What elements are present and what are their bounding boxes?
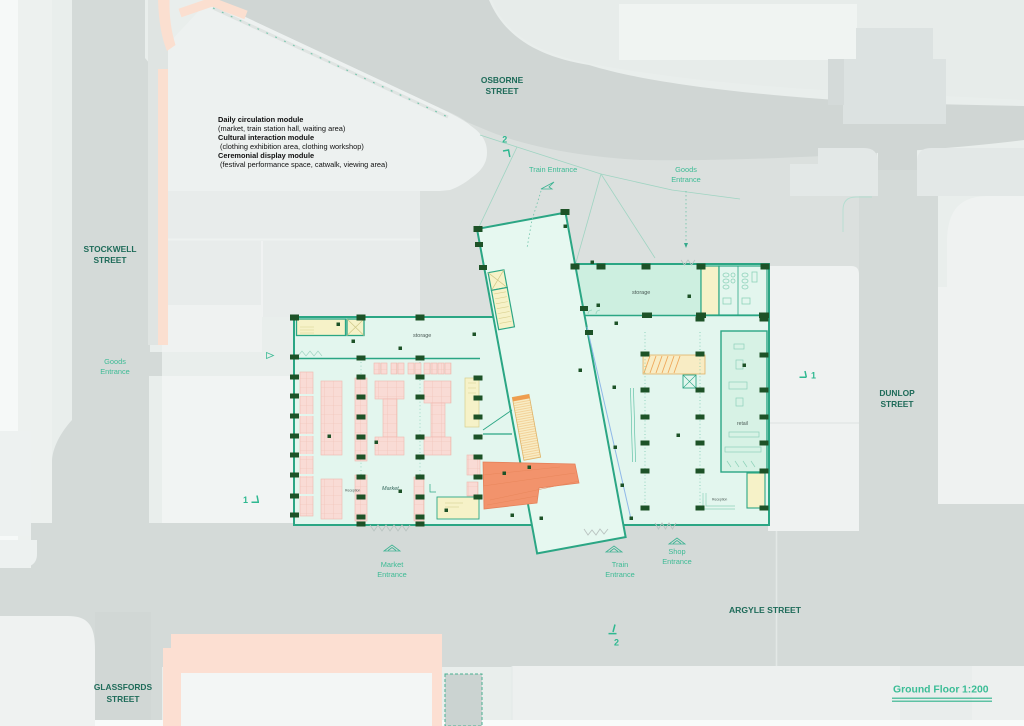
svg-text:(festival performance space, c: (festival performance space, catwalk, vi… [220,160,388,169]
svg-text:Shop: Shop [668,547,685,556]
svg-text:1: 1 [243,495,248,505]
svg-text:retail: retail [737,421,748,427]
svg-text:Entrance: Entrance [662,557,692,566]
svg-text:Cultural interaction module: Cultural interaction module [218,133,314,142]
svg-text:STREET: STREET [93,255,127,265]
svg-text:OSBORNE: OSBORNE [481,75,524,85]
svg-text:STREET: STREET [485,86,519,96]
svg-text:1: 1 [811,371,816,381]
svg-text:(clothing exhibition area, clo: (clothing exhibition area, clothing work… [220,142,364,151]
svg-text:ARGYLE STREET: ARGYLE STREET [729,605,802,615]
svg-text:Reception: Reception [345,489,360,493]
svg-text:storage: storage [413,333,431,339]
svg-text:STREET: STREET [106,694,140,704]
svg-text:Ceremonial display module: Ceremonial display module [218,151,314,160]
svg-text:STOCKWELL: STOCKWELL [84,244,137,254]
svg-text:Entrance: Entrance [377,570,407,579]
svg-text:2: 2 [502,135,507,145]
svg-text:Train Entrance: Train Entrance [529,165,577,174]
svg-text:STREET: STREET [880,399,914,409]
svg-text:DUNLOP: DUNLOP [879,388,915,398]
svg-text:Entrance: Entrance [671,175,701,184]
svg-text:(market, train station hall, w: (market, train station hall, waiting are… [218,124,345,133]
svg-text:Entrance: Entrance [605,570,635,579]
svg-text:Goods: Goods [675,165,697,174]
svg-text:Goods: Goods [104,357,126,366]
svg-text:Market: Market [381,560,404,569]
svg-text:Train: Train [612,560,629,569]
svg-text:Reception: Reception [712,498,727,502]
svg-text:Market: Market [382,486,399,492]
svg-text:Daily circulation module: Daily circulation module [218,115,303,124]
svg-text:Entrance: Entrance [100,367,130,376]
svg-text:GLASSFORDS: GLASSFORDS [94,682,153,692]
svg-text:Ground Floor: Ground Floor [893,685,959,696]
svg-text:2: 2 [614,638,619,648]
svg-text:1:200: 1:200 [962,685,989,696]
svg-text:storage: storage [632,290,650,296]
